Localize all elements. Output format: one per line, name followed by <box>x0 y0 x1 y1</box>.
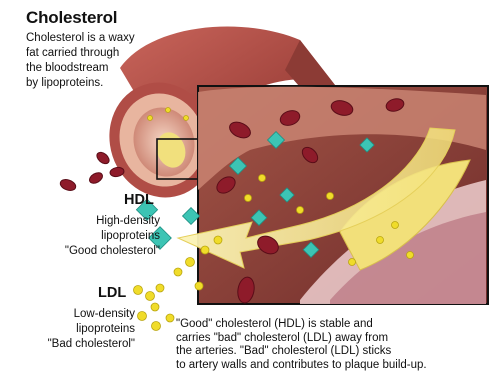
note-line: "Good" cholesterol (HDL) is stable and <box>176 318 427 332</box>
magnified-artery-section <box>198 86 488 304</box>
description-line: fat carried through <box>26 46 146 61</box>
hdl-heading: HDL <box>124 192 154 208</box>
hdl-line: High-density <box>40 214 160 229</box>
note-line: the arteries. "Bad" cholesterol (LDL) st… <box>176 345 427 359</box>
ldl-heading: LDL <box>98 285 126 301</box>
page-title: Cholesterol <box>26 8 117 28</box>
note-line: carries "bad" cholesterol (LDL) away fro… <box>176 332 427 346</box>
ldl-line: "Bad cholesterol" <box>25 337 135 352</box>
hdl-line: lipoproteins <box>40 229 160 244</box>
description-line: Cholesterol is a waxy <box>26 31 146 46</box>
hdl-line: "Good cholesterol" <box>40 244 160 259</box>
description-line: the bloodstream <box>26 61 146 76</box>
cholesterol-description: Cholesterol is a waxy fat carried throug… <box>26 31 146 91</box>
ldl-line: lipoproteins <box>25 322 135 337</box>
description-line: by lipoproteins. <box>26 76 146 91</box>
ldl-description: Low-density lipoproteins "Bad cholestero… <box>25 307 135 352</box>
ldl-line: Low-density <box>25 307 135 322</box>
note-line: to artery walls and contributes to plaqu… <box>176 359 427 373</box>
hdl-description: High-density lipoproteins "Good choleste… <box>40 214 160 259</box>
explanation-note: "Good" cholesterol (HDL) is stable and c… <box>176 318 427 372</box>
